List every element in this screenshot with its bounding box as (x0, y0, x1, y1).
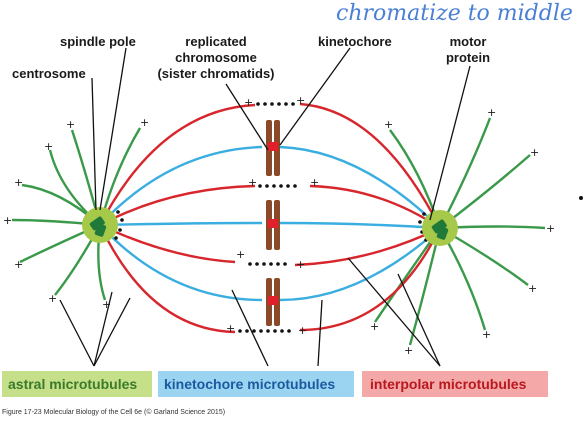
svg-text:+: + (48, 292, 57, 305)
kinetochore-mark (268, 142, 278, 151)
svg-text:+: + (140, 116, 149, 129)
leader-lines (59, 47, 471, 367)
handwritten-note: chromatize to middle (336, 1, 573, 26)
label-spindle-pole: spindle pole (60, 34, 136, 49)
label-motor: motor (450, 34, 487, 49)
motor-protein-dots (114, 102, 428, 333)
legend-astral: astral microtubules (2, 371, 152, 397)
svg-text:astral microtubules: astral microtubules (8, 376, 137, 392)
plus-end-markers: + + + + + + + + + + + + + + + + + + + + … (3, 94, 555, 357)
svg-text:interpolar microtubules: interpolar microtubules (370, 376, 527, 392)
chromosome-bottom (266, 278, 280, 326)
kinetochore-microtubules (99, 145, 441, 302)
svg-text:+: + (528, 282, 537, 295)
legend-kinetochore: kinetochore microtubules (158, 371, 354, 397)
svg-text:+: + (482, 328, 491, 341)
svg-text:+: + (546, 222, 555, 235)
bullet-dot (579, 196, 583, 200)
label-kinetochore: kinetochore (318, 34, 392, 49)
svg-text:+: + (236, 248, 245, 261)
centrosome-left (82, 207, 118, 243)
svg-text:+: + (66, 118, 75, 131)
kinetochore-mark (268, 219, 278, 228)
svg-text:+: + (44, 140, 53, 153)
figure-caption: Figure 17-23 Molecular Biology of the Ce… (2, 408, 225, 416)
label-protein: protein (446, 50, 490, 65)
chromosome-middle (266, 200, 280, 250)
svg-text:kinetochore microtubules: kinetochore microtubules (164, 376, 335, 392)
svg-text:+: + (296, 94, 305, 107)
centrosome-right (422, 210, 458, 246)
kinetochore-mark (268, 296, 278, 305)
astral-microtubules-right (374, 117, 546, 346)
svg-text:+: + (404, 344, 413, 357)
svg-text:+: + (310, 176, 319, 189)
label-replicated: replicated (185, 34, 246, 49)
label-chromosome: chromosome (175, 50, 257, 65)
label-sister-chromatids: (sister chromatids) (157, 66, 274, 81)
svg-text:+: + (530, 146, 539, 159)
svg-text:+: + (248, 176, 257, 189)
svg-text:+: + (370, 320, 379, 333)
svg-text:+: + (384, 118, 393, 131)
svg-text:+: + (244, 96, 253, 109)
legend-interpolar: interpolar microtubules (362, 371, 548, 397)
svg-text:+: + (14, 258, 23, 271)
svg-text:+: + (3, 214, 12, 227)
chromosome-top (266, 120, 280, 176)
svg-text:+: + (298, 324, 307, 337)
svg-text:+: + (487, 106, 496, 119)
svg-text:+: + (14, 176, 23, 189)
svg-text:+: + (102, 298, 111, 311)
label-centrosome: centrosome (12, 66, 86, 81)
svg-text:+: + (296, 258, 305, 271)
svg-text:+: + (226, 322, 235, 335)
